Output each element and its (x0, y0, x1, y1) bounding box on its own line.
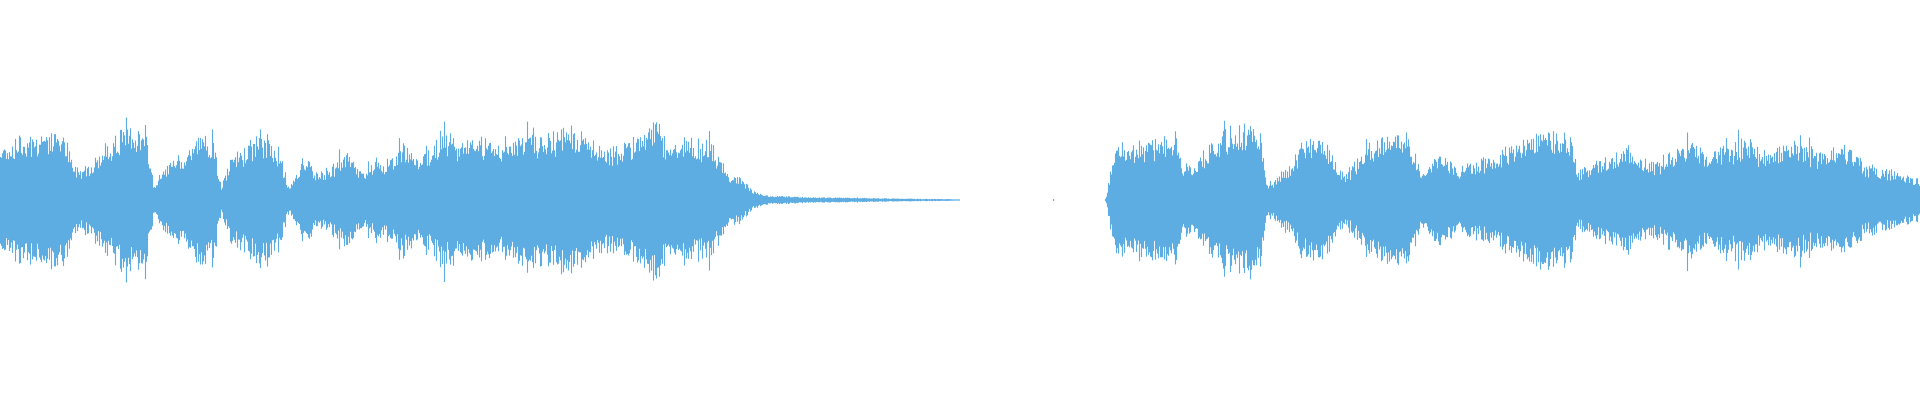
waveform-bars (0, 117, 1920, 283)
